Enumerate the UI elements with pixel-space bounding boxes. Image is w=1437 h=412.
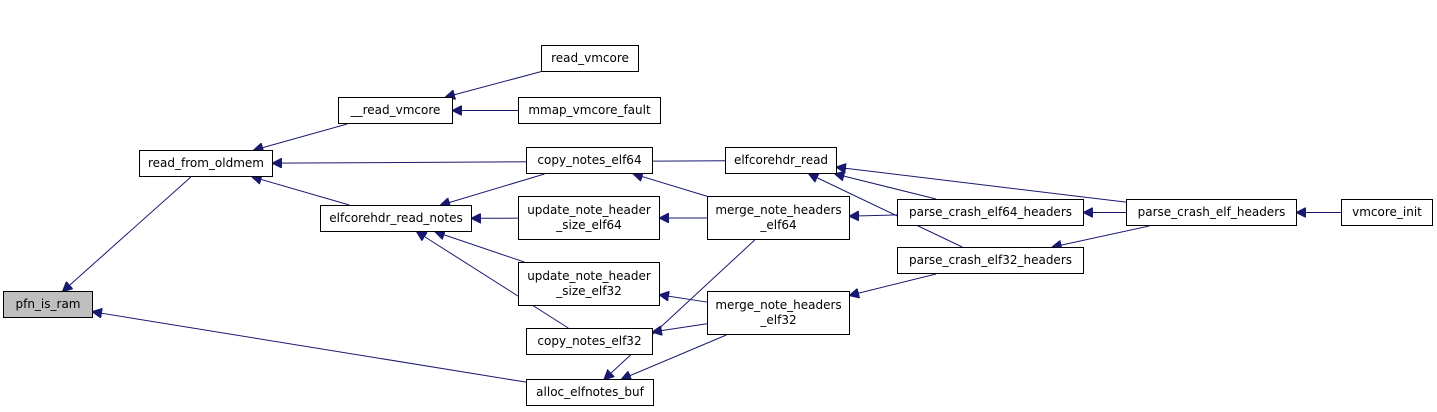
node-label-line: parse_crash_elf_headers [1137,205,1286,219]
edge-read_from_oldmem-to-pfn_is_ram [63,176,192,291]
node-label-line: copy_notes_elf64 [537,153,642,167]
node-label-line: copy_notes_elf32 [537,334,642,348]
edge-elfcorehdr_read-to-read_from_oldmem [273,161,726,163]
node-update-note-header-size-elf64[interactable]: update_note_header_size_elf64 [518,196,660,240]
node-label-line: elfcorehdr_read_notes [329,211,463,225]
node-parse-crash-elf-headers[interactable]: parse_crash_elf_headers [1126,199,1297,226]
node-label-line: vmcore_init [1352,205,1422,219]
node-copy-notes-elf32[interactable]: copy_notes_elf32 [526,328,653,355]
node-label-line: __read_vmcore [350,103,441,117]
node-mmap-vmcore-fault[interactable]: mmap_vmcore_fault [518,97,661,124]
node-merge-note-headers-elf64[interactable]: merge_note_headers_elf64 [707,196,850,240]
node-merge-note-headers-elf32[interactable]: merge_note_headers_elf32 [707,291,850,335]
edge-merge_note_headers_elf32-to-update_note_header_size_elf32 [660,295,708,303]
node-label-line: read_from_oldmem [147,156,264,170]
node-alloc-elfnotes-buf[interactable]: alloc_elfnotes_buf [526,379,654,406]
node-read-vmcore[interactable]: read_vmcore [541,45,639,72]
edge-__read_vmcore-to-read_from_oldmem [254,123,348,150]
node-label-line: parse_crash_elf32_headers [908,253,1073,267]
edge-merge_note_headers_elf32-to-alloc_elfnotes_buf [622,334,727,379]
node-label-line: update_note_header [527,203,651,217]
edge-merge_note_headers_elf64-to-alloc_elfnotes_buf [605,239,756,379]
node-label-line: read_vmcore [551,51,629,65]
edge-elfcorehdr_read_notes-to-read_from_oldmem [253,177,350,206]
node-parse-crash-elf32-headers[interactable]: parse_crash_elf32_headers [897,247,1084,274]
edge-read_vmcore-to-__read_vmcore [446,71,542,97]
node-label-line: _size_elf64 [556,218,622,232]
node-label-line: merge_note_headers [715,298,842,312]
node-read-vmcore-internal[interactable]: __read_vmcore [338,97,453,124]
edge-copy_notes_elf32-to-elfcorehdr_read_notes [417,232,569,329]
edge-parse_crash_elf32_headers-to-elfcorehdr_read [809,174,963,248]
node-read-from-oldmem[interactable]: read_from_oldmem [139,150,273,177]
edge-merge_note_headers_elf32-to-copy_notes_elf32 [653,323,708,332]
node-label-line: pfn_is_ram [15,297,81,311]
node-label-line: mmap_vmcore_fault [528,103,651,117]
node-label-line: _elf64 [760,218,797,232]
node-label-line: merge_note_headers [715,203,842,217]
edge-parse_crash_elf64_headers-to-elfcorehdr_read [835,174,937,200]
node-label-line: parse_crash_elf64_headers [908,205,1073,219]
edge-copy_notes_elf64-to-elfcorehdr_read_notes [441,173,545,205]
node-label-line: _elf32 [760,313,797,327]
edge-merge_note_headers_elf64-to-copy_notes_elf64 [634,174,708,197]
edge-update_note_header_size_elf32-to-elfcorehdr_read_notes [436,232,525,263]
node-elfcorehdr-read-notes[interactable]: elfcorehdr_read_notes [320,205,472,232]
node-update-note-header-size-elf32[interactable]: update_note_header_size_elf32 [518,262,660,306]
node-label-line: elfcorehdr_read [733,153,829,167]
edge-parse_crash_elf64_headers-to-merge_note_headers_elf64 [850,215,898,216]
node-elfcorehdr-read[interactable]: elfcorehdr_read [725,147,837,174]
node-pfn-is-ram: pfn_is_ram [3,291,93,318]
node-label-line: update_note_header [527,269,651,283]
edge-alloc_elfnotes_buf-to-pfn_is_ram [93,312,527,383]
node-copy-notes-elf64[interactable]: copy_notes_elf64 [526,147,653,174]
node-parse-crash-elf64-headers[interactable]: parse_crash_elf64_headers [897,199,1084,226]
edge-parse_crash_elf_headers-to-elfcorehdr_read [837,167,1127,203]
node-label-line: alloc_elfnotes_buf [536,385,644,399]
node-label-line: _size_elf32 [556,284,622,298]
edge-parse_crash_elf_headers-to-parse_crash_elf32_headers [1053,225,1150,247]
node-vmcore-init[interactable]: vmcore_init [1341,199,1433,226]
edge-parse_crash_elf32_headers-to-merge_note_headers_elf32 [850,273,937,295]
